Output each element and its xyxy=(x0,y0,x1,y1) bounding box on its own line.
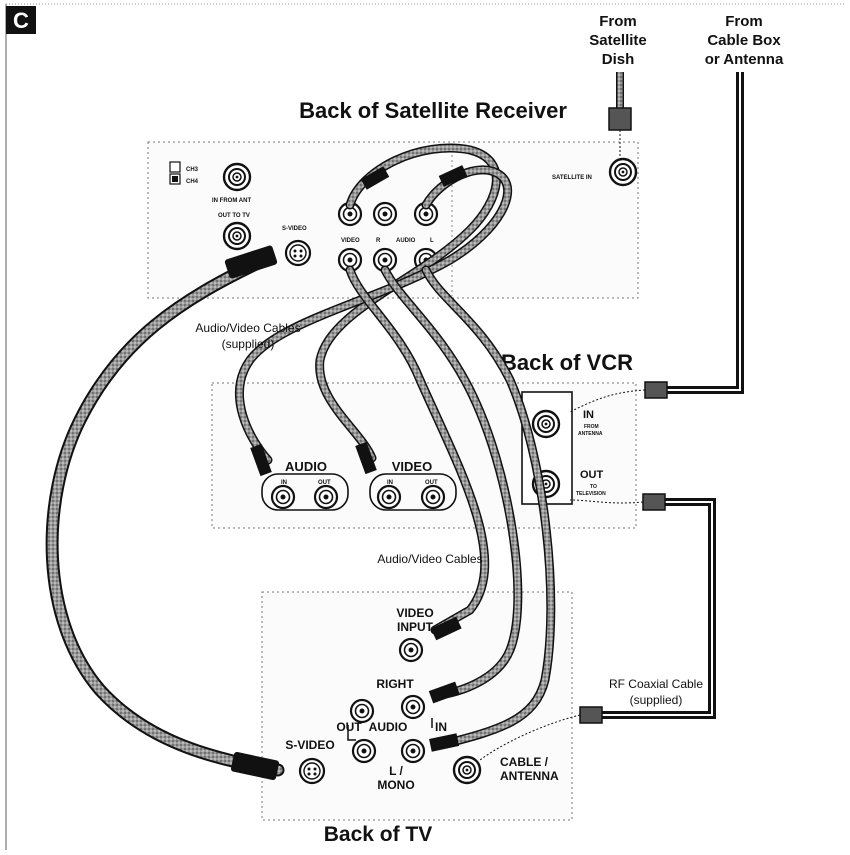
out-to-tv-label: OUT TO TV xyxy=(218,213,250,219)
source-dish-line3: Dish xyxy=(602,51,635,68)
vcr-audio-out-label: OUT xyxy=(318,480,331,486)
svideo-cable xyxy=(45,245,285,781)
source-cable-line2: Cable Box xyxy=(707,32,781,49)
vcr-title: Back of VCR xyxy=(501,350,633,375)
rf-coax-cable xyxy=(479,493,716,761)
out-to-tv-jack xyxy=(222,221,252,251)
vcr-audio-label: AUDIO xyxy=(285,459,327,474)
vcr-television-label: TELEVISION xyxy=(576,491,606,497)
ch4-label: CH4 xyxy=(186,179,199,185)
vcr-video-out-jack xyxy=(420,484,446,510)
vcr-to-label: TO xyxy=(590,484,597,490)
tv-out-label: OUT xyxy=(336,720,362,734)
tv-cable-antenna-jack xyxy=(452,755,482,785)
vcr-video-in-jack xyxy=(376,484,402,510)
tv-audio-label: AUDIO xyxy=(369,720,408,734)
tv-svideo-label: S-VIDEO xyxy=(285,738,334,752)
source-label-dish: From Satellite Dish xyxy=(589,13,647,68)
rf-coax-label-line2: (supplied) xyxy=(630,693,683,707)
sat-svideo-label: S-VIDEO xyxy=(282,226,307,232)
antenna-cable xyxy=(569,72,744,413)
vcr-video-in-label: IN xyxy=(387,480,393,486)
sat-r-label: R xyxy=(376,238,381,244)
in-from-ant-label: IN FROM ANT xyxy=(212,198,251,204)
tv-audio-in-right-jack xyxy=(400,694,426,720)
vcr-in-from-antenna-jack xyxy=(531,409,561,439)
vcr-ant-out-label: OUT xyxy=(580,469,604,481)
vcr-audio-group xyxy=(261,473,349,511)
section-letter: C xyxy=(13,8,29,33)
vcr-ant-in-label: IN xyxy=(583,409,594,421)
vcr-video-label: VIDEO xyxy=(392,459,432,474)
tv-audio-in-left-jack xyxy=(400,738,426,764)
vcr-video-group xyxy=(369,473,457,511)
tv-audio-out-right-jack xyxy=(349,698,375,724)
tv-cable-label: CABLE / xyxy=(500,755,549,769)
satellite-in-jack xyxy=(608,157,638,187)
source-dish-line1: From xyxy=(599,13,637,30)
vcr-video-out-label: OUT xyxy=(425,480,438,486)
in-from-ant-jack xyxy=(222,162,252,192)
sat-l-label: L xyxy=(430,238,434,244)
section-badge xyxy=(6,6,36,34)
tv-title: Back of TV xyxy=(324,823,433,846)
ch3-label: CH3 xyxy=(186,167,199,173)
sat-audio-r-jack-top xyxy=(372,201,398,227)
source-cable-line1: From xyxy=(725,13,763,30)
tv-video-input-line1: VIDEO xyxy=(396,606,433,620)
source-label-cable: From Cable Box or Antenna xyxy=(705,13,784,68)
satellite-receiver-title: Back of Satellite Receiver xyxy=(299,98,567,123)
vcr-antenna-label: ANTENNA xyxy=(578,431,603,437)
vcr-audio-in-jack xyxy=(270,484,296,510)
tv-l-mono-line1: L / xyxy=(389,764,403,778)
satellite-in-label: SATELLITE IN xyxy=(552,175,592,181)
sat-svideo-jack xyxy=(284,239,312,267)
tv-audio-out-left-jack xyxy=(351,738,377,764)
tv-antenna-label: ANTENNA xyxy=(500,769,559,783)
source-cable-line3: or Antenna xyxy=(705,51,784,68)
tv-video-input-jack xyxy=(398,637,424,663)
av-cables-supplied-line2: (supplied) xyxy=(222,337,275,351)
sat-audio-label: AUDIO xyxy=(396,238,416,244)
tv-video-input-line2: INPUT xyxy=(397,620,434,634)
vcr-from-label: FROM xyxy=(584,424,599,430)
av-cables-sat-to-vcr xyxy=(235,143,513,477)
ch-switch-box xyxy=(169,161,181,173)
av-cables-label: Audio/Video Cables xyxy=(377,552,482,566)
source-dish-line2: Satellite xyxy=(589,32,647,49)
tv-in-label: IN xyxy=(435,720,447,734)
vcr-audio-out-jack xyxy=(313,484,339,510)
tv-svideo-jack xyxy=(298,757,326,785)
av-cables-supplied-line1: Audio/Video Cables xyxy=(195,321,300,335)
tv-l-mono-line2: MONO xyxy=(377,778,414,792)
dish-cable xyxy=(608,72,632,158)
sat-video-label: VIDEO xyxy=(341,238,360,244)
vcr-audio-in-label: IN xyxy=(281,480,287,486)
av-cables-sat-to-tv xyxy=(345,265,556,752)
rf-coax-label-line1: RF Coaxial Cable xyxy=(609,677,703,691)
tv-right-label: RIGHT xyxy=(376,677,414,691)
